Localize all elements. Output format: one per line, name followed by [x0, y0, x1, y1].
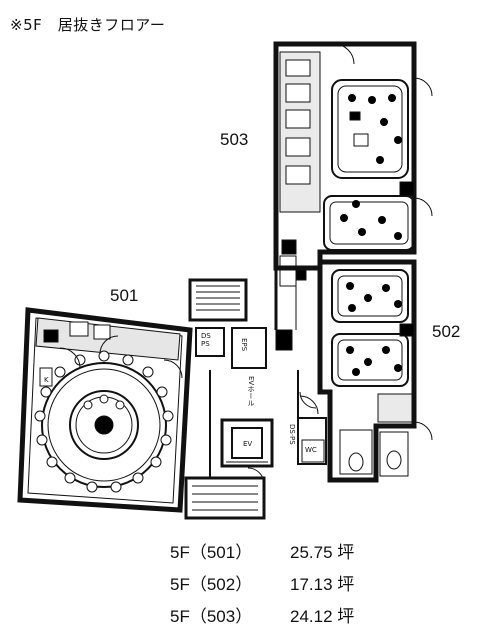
room-label-eps: EPS [240, 338, 248, 352]
circular-counter [41, 362, 167, 488]
area-code: 5F（503） [170, 607, 253, 626]
svg-text:K: K [44, 376, 49, 384]
floor-heading: ※5F 居抜きフロアー [10, 16, 166, 34]
area-size: 17.13 坪 [290, 575, 355, 594]
center-column [94, 415, 114, 435]
area-size: 24.12 坪 [290, 607, 355, 626]
area-code: 5F（501） [170, 543, 253, 562]
unit-502-outline [317, 259, 417, 483]
area-code: 5F（502） [170, 575, 253, 594]
room-label-wc: WC [305, 446, 317, 454]
area-row-503: 5F（503） 24.12 坪 [170, 602, 354, 634]
room-label-ev-hall: EVホール [247, 376, 255, 407]
unit-501-outline [17, 307, 193, 513]
area-row-502: 5F（502） 17.13 坪 [170, 570, 354, 602]
area-table: 5F（501） 25.75 坪 5F（502） 17.13 坪 5F（503） 24.… [170, 538, 354, 634]
area-size: 25.75 坪 [290, 543, 355, 562]
unit-label-501: 501 [110, 286, 139, 305]
room-label-ds-ps-left: DS PS [201, 332, 211, 348]
unit-label-503: 503 [220, 130, 249, 149]
room-label-ev: EV [243, 440, 253, 448]
room-label-ds-ps-right: DS·PS [288, 424, 296, 445]
area-row-501: 5F（501） 25.75 坪 [170, 538, 354, 570]
unit-label-502: 502 [432, 322, 461, 341]
